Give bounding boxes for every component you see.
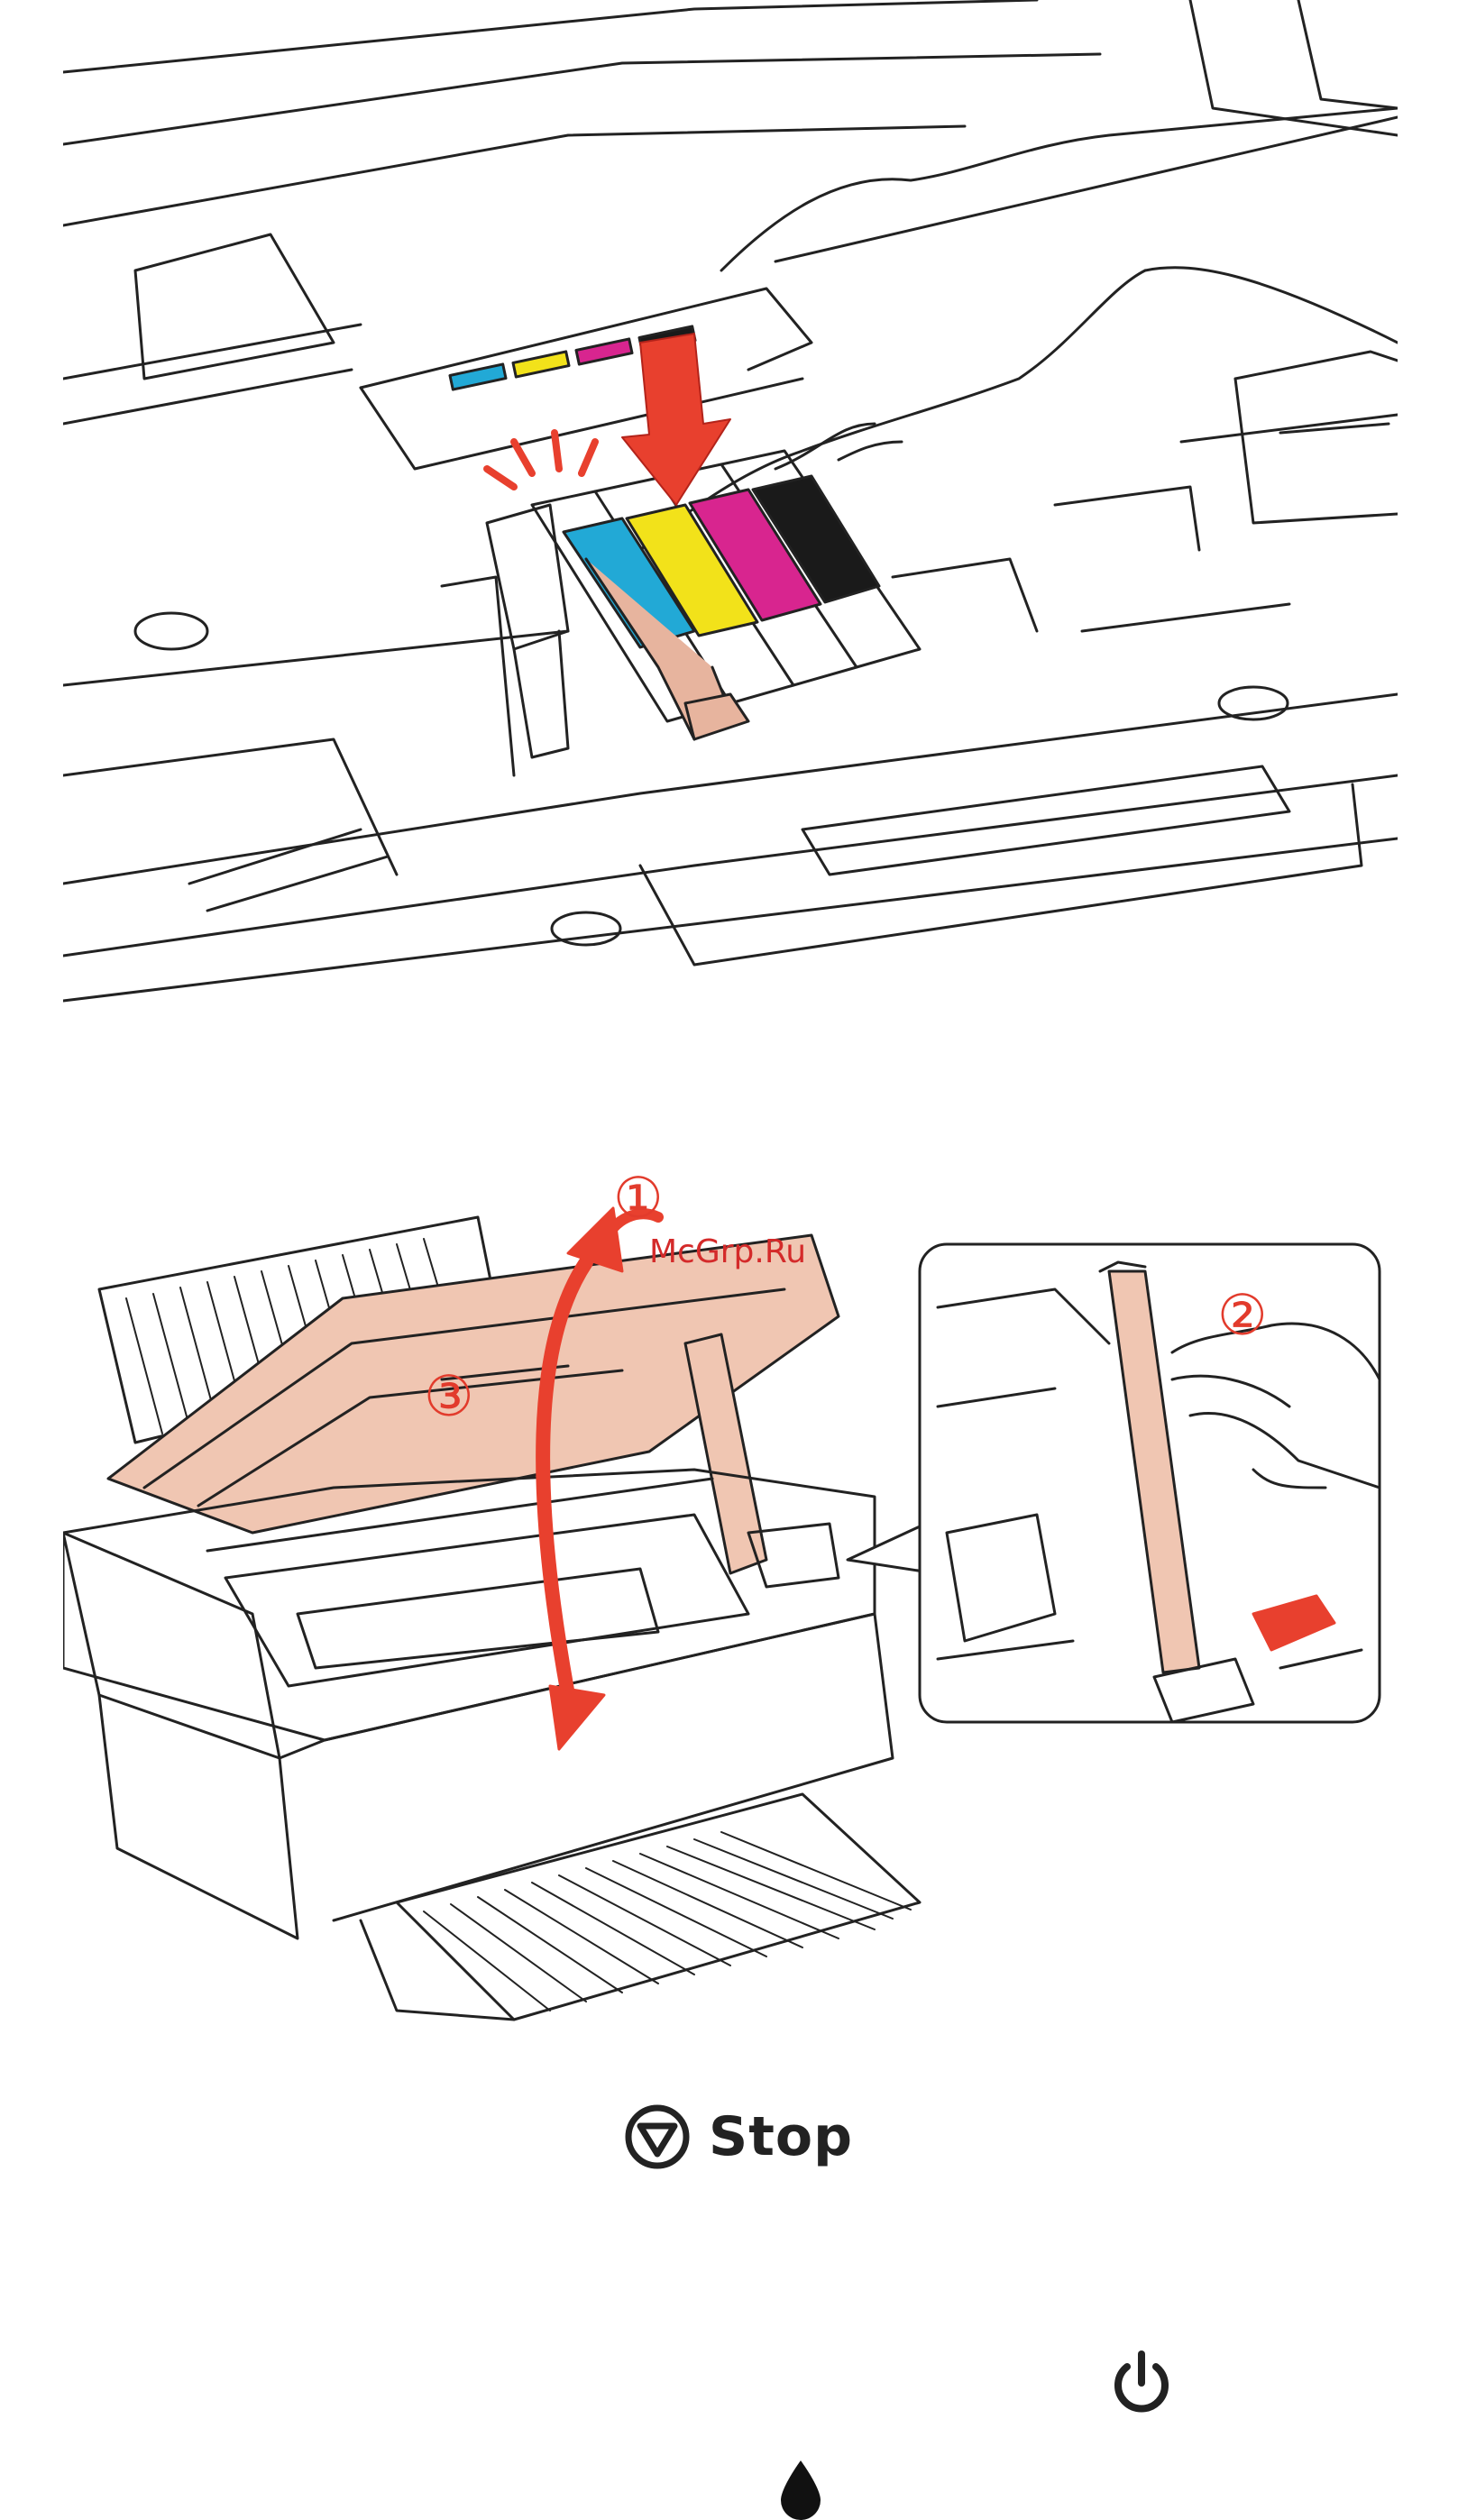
cartridge-install-illustration [63,0,1398,1028]
printer-lid-illustration: ① ② ③ McGrp.Ru [63,1109,1398,2056]
power-icon [1109,2349,1174,2421]
stop-button-reference: Stop [622,2096,853,2177]
step-3-label: ③ [424,1363,474,1429]
ink-drop-icon [774,2457,828,2520]
stop-label: Stop [709,2105,853,2168]
watermark: McGrp.Ru [649,1233,806,1270]
step-2-label: ② [1217,1282,1268,1348]
stop-icon [622,2102,692,2172]
step-1-label: ① [613,1165,664,1231]
